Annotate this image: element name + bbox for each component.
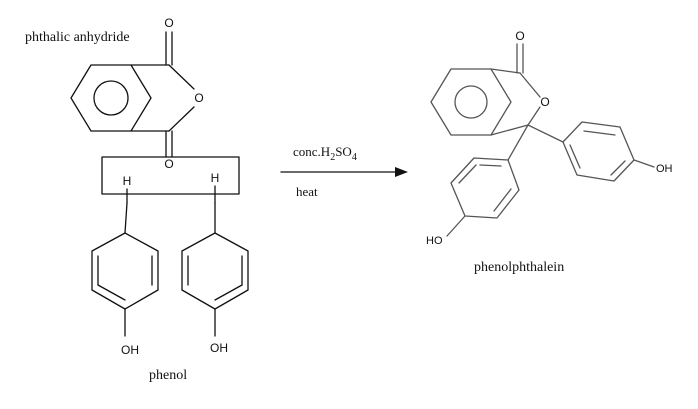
ring-inner-double-bond	[610, 160, 626, 176]
oxygen-atom-label: O	[515, 29, 524, 43]
anhydride-aromatic-circle	[93, 80, 129, 116]
catalyst-label: conc.H2SO4	[293, 144, 357, 163]
ring-inner-double-bond	[569, 144, 581, 169]
hydroxyl-label: OH	[121, 343, 139, 357]
reaction-arrow	[280, 167, 408, 177]
product-benzene-ring	[430, 68, 512, 136]
left-aryl-ring	[450, 157, 520, 219]
aryl-bond	[527, 124, 564, 143]
oxygen-atom-label: O	[540, 95, 549, 109]
ring-attachment-bond	[124, 202, 128, 234]
right-phenol-ring	[181, 232, 249, 310]
lactone-bond	[519, 72, 541, 98]
right-aryl-ring	[562, 121, 635, 182]
oxygen-atom-label: O	[164, 16, 173, 30]
hydroxyl-label: OH	[656, 163, 673, 175]
phenolphthalein-label: phenolphthalein	[474, 260, 564, 275]
c-o-bond	[633, 159, 655, 168]
phthalic-anhydride-label: phthalic anhydride	[25, 30, 130, 45]
c-o-bond	[446, 215, 466, 237]
phenol-structures: H H OH OH	[91, 156, 249, 357]
anhydride-bond	[168, 64, 195, 90]
oxygen-atom-label: O	[194, 91, 203, 105]
lactone-bond	[490, 124, 529, 136]
phenol-label: phenol	[149, 368, 187, 383]
left-phenol-ring	[91, 232, 159, 310]
ring-inner-double-bond	[583, 130, 616, 136]
phthalic-anhydride-structure: O O O	[70, 16, 204, 171]
anhydride-bond	[168, 106, 195, 132]
hydrogen-atom-label: H	[211, 171, 220, 185]
hydroxyl-label: OH	[210, 341, 228, 355]
anhydride-benzene-ring	[70, 64, 152, 132]
ring-inner-double-bond	[458, 164, 477, 184]
aryl-bond	[507, 124, 529, 161]
ring-inner-double-bond	[493, 188, 512, 212]
ring-inner-double-bond	[214, 284, 243, 301]
ring-inner-double-bond	[97, 284, 126, 301]
oxygen-atom-label: O	[164, 157, 173, 171]
phenolphthalein-structure: O O OH HO	[426, 29, 673, 247]
hydrogen-atom-label: H	[123, 174, 132, 188]
lactone-bond	[490, 68, 521, 74]
hydroxyl-label: HO	[426, 235, 443, 247]
arrow-head-icon	[395, 167, 408, 177]
product-aromatic-circle	[454, 85, 488, 119]
ring-inner-double-bond	[479, 164, 502, 167]
condition-label: heat	[296, 184, 318, 199]
lactone-bond	[527, 106, 541, 126]
reaction-site-box	[101, 156, 240, 195]
